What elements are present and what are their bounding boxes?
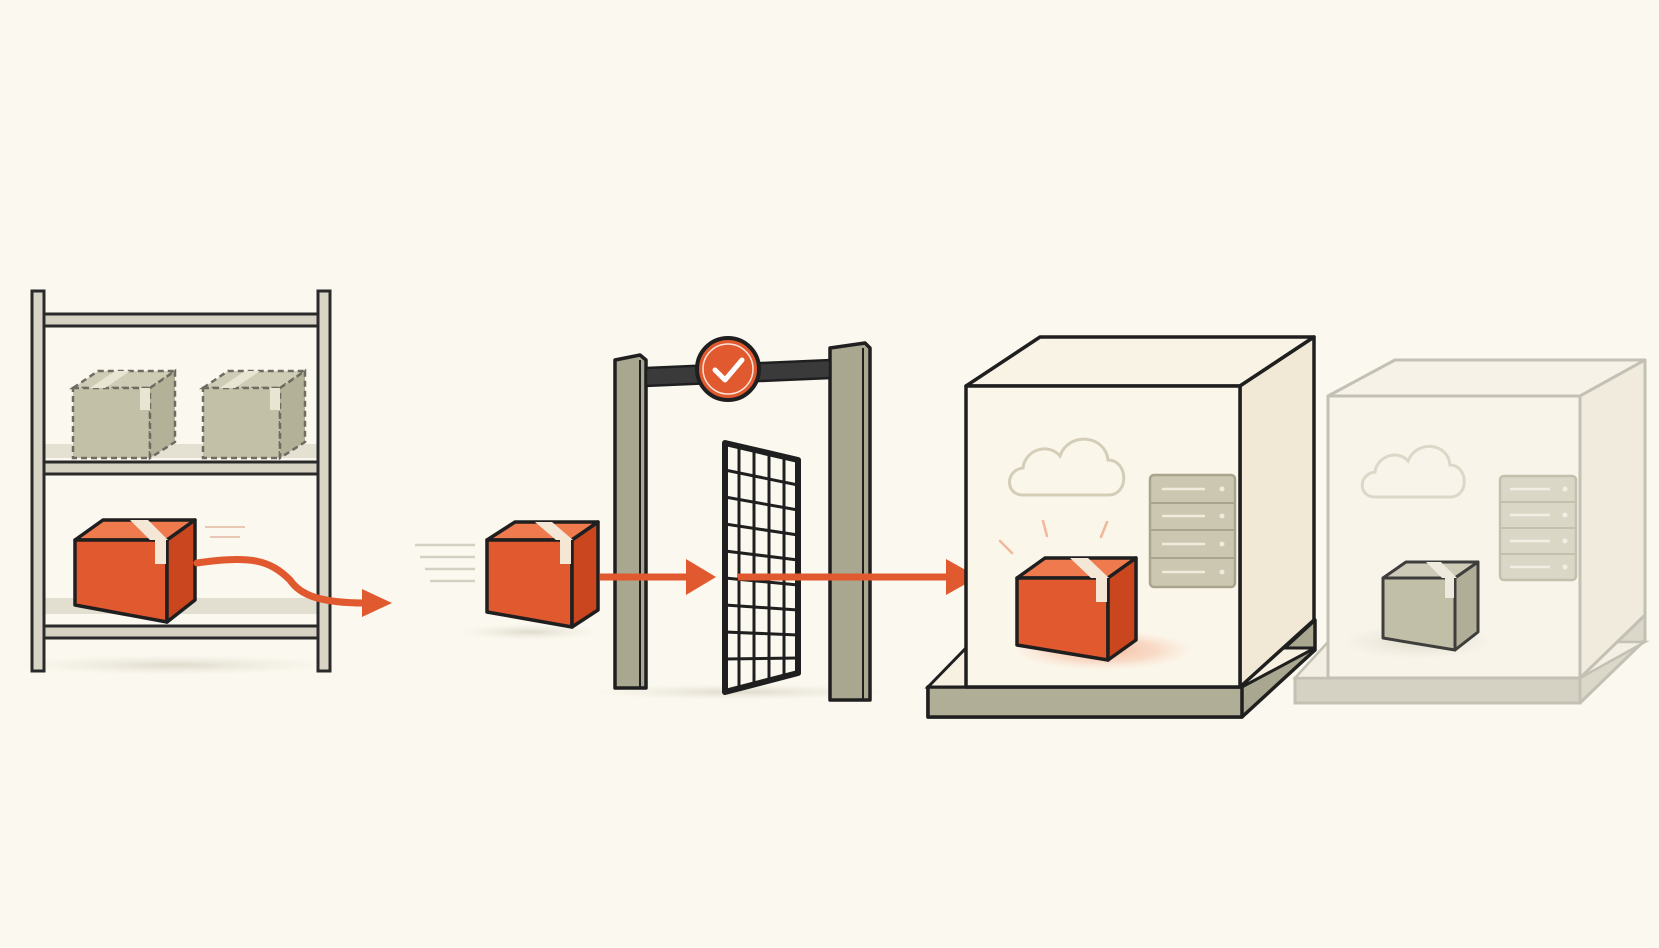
server-rack-icon [1498,474,1578,582]
inactive-package-icon [1381,560,1480,652]
destination-room-icon [924,335,1317,719]
stored-package-icon [198,368,310,461]
flow-arrow-icon [600,559,716,595]
cloud-icon [1360,444,1466,499]
curved-arrow-icon [193,555,392,617]
flow-arrow-icon [738,559,978,595]
server-rack-icon [1148,473,1237,589]
moving-package-icon [415,520,600,640]
delivered-package-icon [1015,556,1138,662]
approved-check-icon [695,336,761,402]
security-gate-icon [590,341,890,702]
inactive-room-icon [1292,358,1650,705]
cloud-icon [1008,437,1126,497]
source-package-icon [73,518,197,624]
gate-mesh-icon [722,440,801,695]
stored-package-icon [68,368,180,461]
storage-shelf-icon [15,289,335,675]
